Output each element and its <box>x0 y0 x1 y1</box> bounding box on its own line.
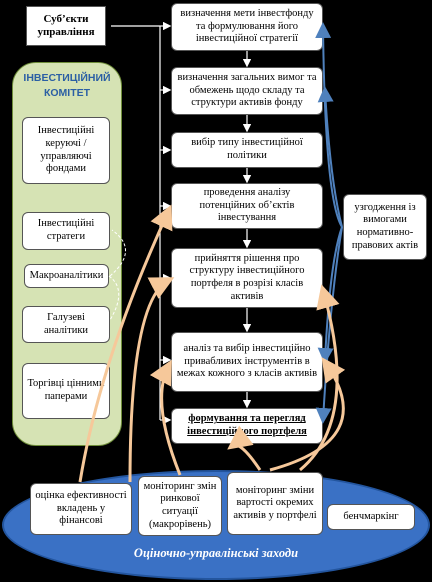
blue-arrows <box>315 22 343 424</box>
committee-member-macroanalysts: Макроаналітики <box>24 264 109 288</box>
orange-arrows <box>78 204 346 483</box>
step-policy-type: вибір типу інвестиційної політики <box>171 132 323 168</box>
committee-title: ІНВЕСТИЦІЙНИЙ КОМІТЕТ <box>23 72 111 100</box>
evaluation-title: Оціночно-управлінські заходи <box>133 546 299 560</box>
subjects-title: Суб’єкти управління <box>26 6 106 46</box>
dashed-links <box>108 229 126 321</box>
committee-member-industry-analysts: Галузеві аналітики <box>22 306 110 343</box>
committee-member-strategists: Інвестиційні стратеги <box>22 212 110 250</box>
step-instrument-selection: аналіз та вибір інвестиційно привабливих… <box>171 332 323 392</box>
eval-efficiency: оцінка ефективності вкладень у фінансові <box>30 483 132 535</box>
eval-market-monitoring: моніторинг змін ринкової ситуації (макро… <box>138 476 222 536</box>
compliance-box: узгодження із вимогами нормативно-правов… <box>343 194 427 260</box>
eval-benchmarking: бенчмаркінг <box>327 504 415 530</box>
eval-asset-value-monitoring: моніторинг зміни вартості окремих активі… <box>227 472 323 535</box>
step-analysis-objects: проведення аналізу потенційних об’єктів … <box>171 183 323 229</box>
step-define-goal: визначення мети інвестфонду та формулюва… <box>171 3 323 51</box>
step-general-requirements: визначення загальних вимог та обмежень щ… <box>171 67 323 115</box>
committee-member-fund-managers: Інвестиційні керуючі / управляючі фондам… <box>22 117 110 184</box>
step-portfolio-structure: прийняття рішення про структуру інвестиц… <box>171 248 323 308</box>
flow-arrows <box>111 21 252 425</box>
